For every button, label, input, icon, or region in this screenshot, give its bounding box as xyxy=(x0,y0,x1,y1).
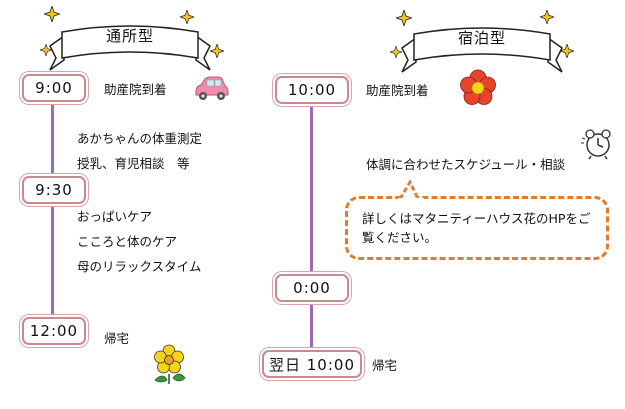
car-icon xyxy=(195,76,229,100)
right-time-start: 10:00 xyxy=(275,76,349,104)
bubble-tail xyxy=(398,180,424,202)
yellow-flower-icon xyxy=(154,344,186,384)
left-timeline-line xyxy=(51,96,54,324)
right-title: 宿泊型 xyxy=(457,29,506,47)
left-item-b-1: おっぱいケア xyxy=(77,209,153,224)
right-time-end: 翌日 10:00 xyxy=(262,350,362,378)
left-time-start: 9:00 xyxy=(22,74,86,102)
left-item-b-3: 母のリラックスタイム xyxy=(77,259,202,274)
left-departure-text: 帰宅 xyxy=(104,331,130,346)
right-time-mid: 0:00 xyxy=(275,274,349,302)
left-arrival-text: 助産院到着 xyxy=(104,82,167,97)
sparkle-icon xyxy=(396,10,412,26)
sparkle-icon xyxy=(40,44,52,56)
sparkle-icon xyxy=(210,44,224,58)
sparkle-icon xyxy=(390,46,402,58)
red-flower-icon xyxy=(460,69,496,105)
left-time-end: 12:00 xyxy=(22,317,86,345)
right-timeline-line xyxy=(310,96,313,356)
left-title: 通所型 xyxy=(105,27,154,45)
sparkle-icon xyxy=(44,6,60,22)
right-departure-text: 帰宅 xyxy=(372,358,398,373)
left-item-a-2: 授乳、育児相談 等 xyxy=(77,156,190,171)
right-schedule-text: 体調に合わせたスケジュール・相談 xyxy=(366,157,566,172)
sparkle-icon xyxy=(540,10,554,24)
alarm-clock-icon xyxy=(581,129,611,160)
left-time-mid: 9:30 xyxy=(22,176,86,204)
left-item-a-1: あかちゃんの体重測定 xyxy=(77,131,203,146)
sparkle-icon xyxy=(560,44,574,58)
ribbon-banner-right xyxy=(401,27,563,73)
info-bubble: 詳しくはマタニティーハウス花のHPをご覧ください。 xyxy=(345,196,609,260)
right-arrival-text: 助産院到着 xyxy=(366,83,429,98)
ribbon-banner-left xyxy=(49,25,211,71)
sparkle-icon xyxy=(180,10,194,24)
left-item-b-2: こころと体のケア xyxy=(77,234,178,249)
